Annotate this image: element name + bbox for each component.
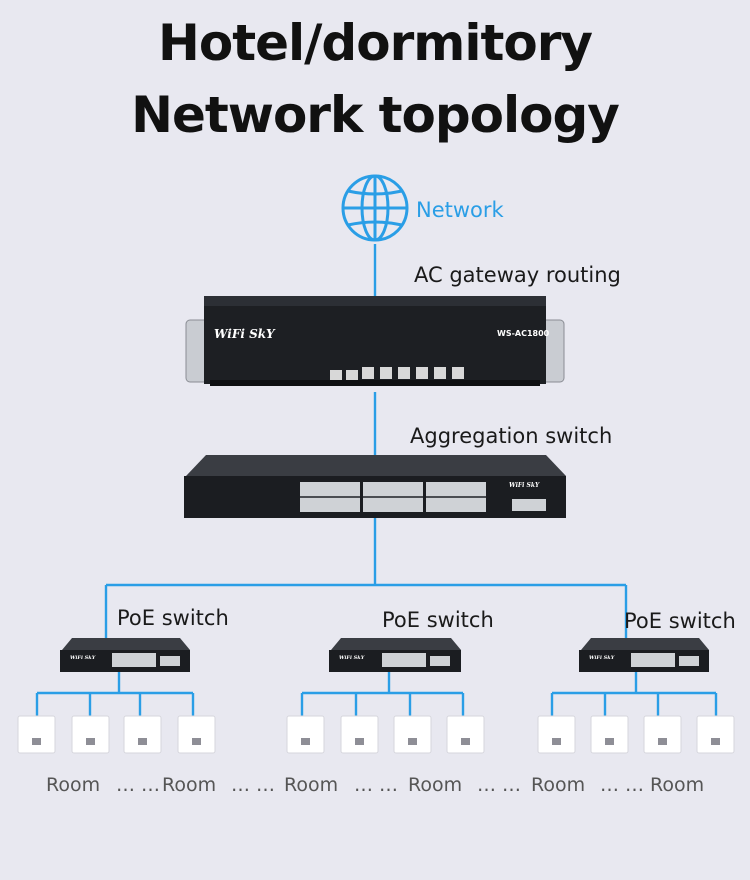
aggregation-switch-label: Aggregation switch (410, 424, 613, 448)
page-title-line-1: Hotel/dormitory (158, 14, 593, 72)
poe-switch-brand-logo-1: WiFi SkY (70, 655, 96, 661)
room-ellipsis: … … (477, 774, 522, 796)
connection-lines (35, 244, 718, 718)
room-label: Room (408, 774, 463, 796)
wall-access-point (71, 715, 110, 754)
wall-access-point (696, 715, 735, 754)
room-label: Room (650, 774, 705, 796)
room-label: Room (46, 774, 101, 796)
poe-switch-label-1: PoE switch (117, 606, 229, 630)
wall-access-point (393, 715, 432, 754)
room-ellipsis: … … (600, 774, 645, 796)
globe-icon (341, 174, 409, 242)
network-label: Network (416, 198, 504, 222)
room-ellipsis: … … (354, 774, 399, 796)
wall-access-point (286, 715, 325, 754)
gateway-router-device (185, 296, 565, 386)
wall-access-point (537, 715, 576, 754)
poe-switch-label-3: PoE switch (624, 609, 736, 633)
gateway-model-text: WS-AC1800 (497, 329, 550, 338)
wall-access-point (340, 715, 379, 754)
page-title-line-2: Network topology (131, 86, 620, 144)
gateway-label: AC gateway routing (414, 263, 621, 287)
room-ellipsis: … … (116, 774, 161, 796)
poe-switch-brand-logo-3: WiFi SkY (589, 655, 615, 661)
poe-switch-device-1 (60, 638, 190, 672)
aggregation-brand-logo: WiFi SkY (509, 482, 540, 489)
room-label: Room (531, 774, 586, 796)
wall-access-point (590, 715, 629, 754)
room-ellipsis: … … (231, 774, 276, 796)
poe-switch-label-2: PoE switch (382, 608, 494, 632)
wall-access-point (446, 715, 485, 754)
wall-access-point (123, 715, 162, 754)
poe-switch-device-3 (579, 638, 709, 672)
poe-switch-brand-logo-2: WiFi SkY (339, 655, 365, 661)
wall-access-point (643, 715, 682, 754)
gateway-brand-logo: WiFi SkY (214, 327, 276, 341)
wall-access-point (17, 715, 56, 754)
wall-access-point (177, 715, 216, 754)
room-label: Room (162, 774, 217, 796)
aggregation-switch-device (184, 455, 566, 518)
poe-switch-device-2 (329, 638, 461, 672)
room-label: Room (284, 774, 339, 796)
